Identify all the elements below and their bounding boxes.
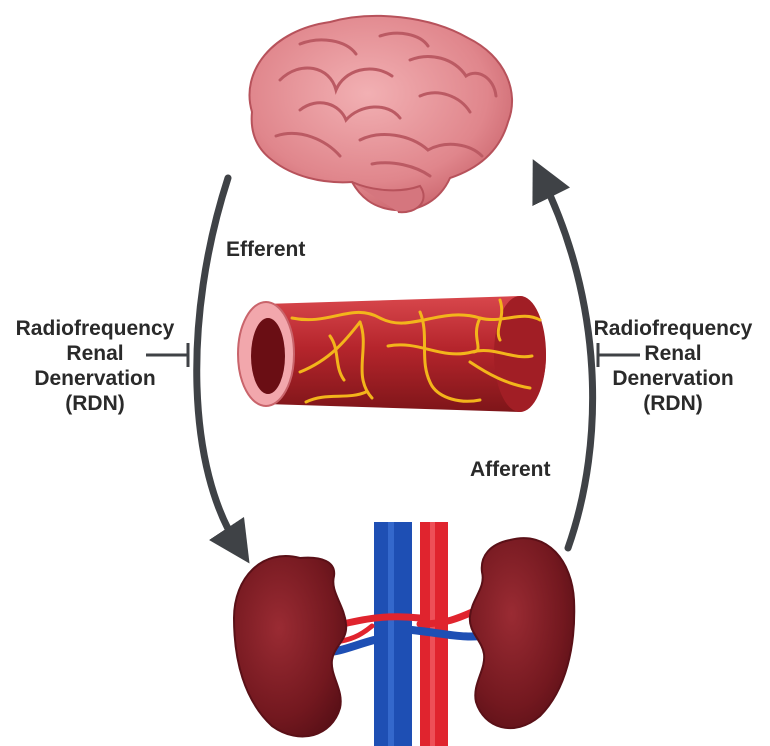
rdn-left-line-1: Radiofrequency [0,316,190,341]
right-kidney [470,538,574,728]
rdn-left-line-4: (RDN) [0,391,190,416]
rdn-right-line-3: Denervation [578,366,768,391]
rdn-right-line-4: (RDN) [578,391,768,416]
efferent-label: Efferent [226,238,305,262]
afferent-label: Afferent [470,458,551,482]
rdn-left-line-3: Denervation [0,366,190,391]
rdn-label-left: Radiofrequency Renal Denervation (RDN) [0,316,190,416]
rdn-right-line-2: Renal [578,341,768,366]
left-kidney [234,556,346,736]
blood-vessel-illustration [238,296,546,412]
rdn-right-line-1: Radiofrequency [578,316,768,341]
rdn-label-right: Radiofrequency Renal Denervation (RDN) [578,316,768,416]
efferent-arrow [197,178,238,546]
rdn-left-line-2: Renal [0,341,190,366]
brain-illustration [249,16,512,212]
